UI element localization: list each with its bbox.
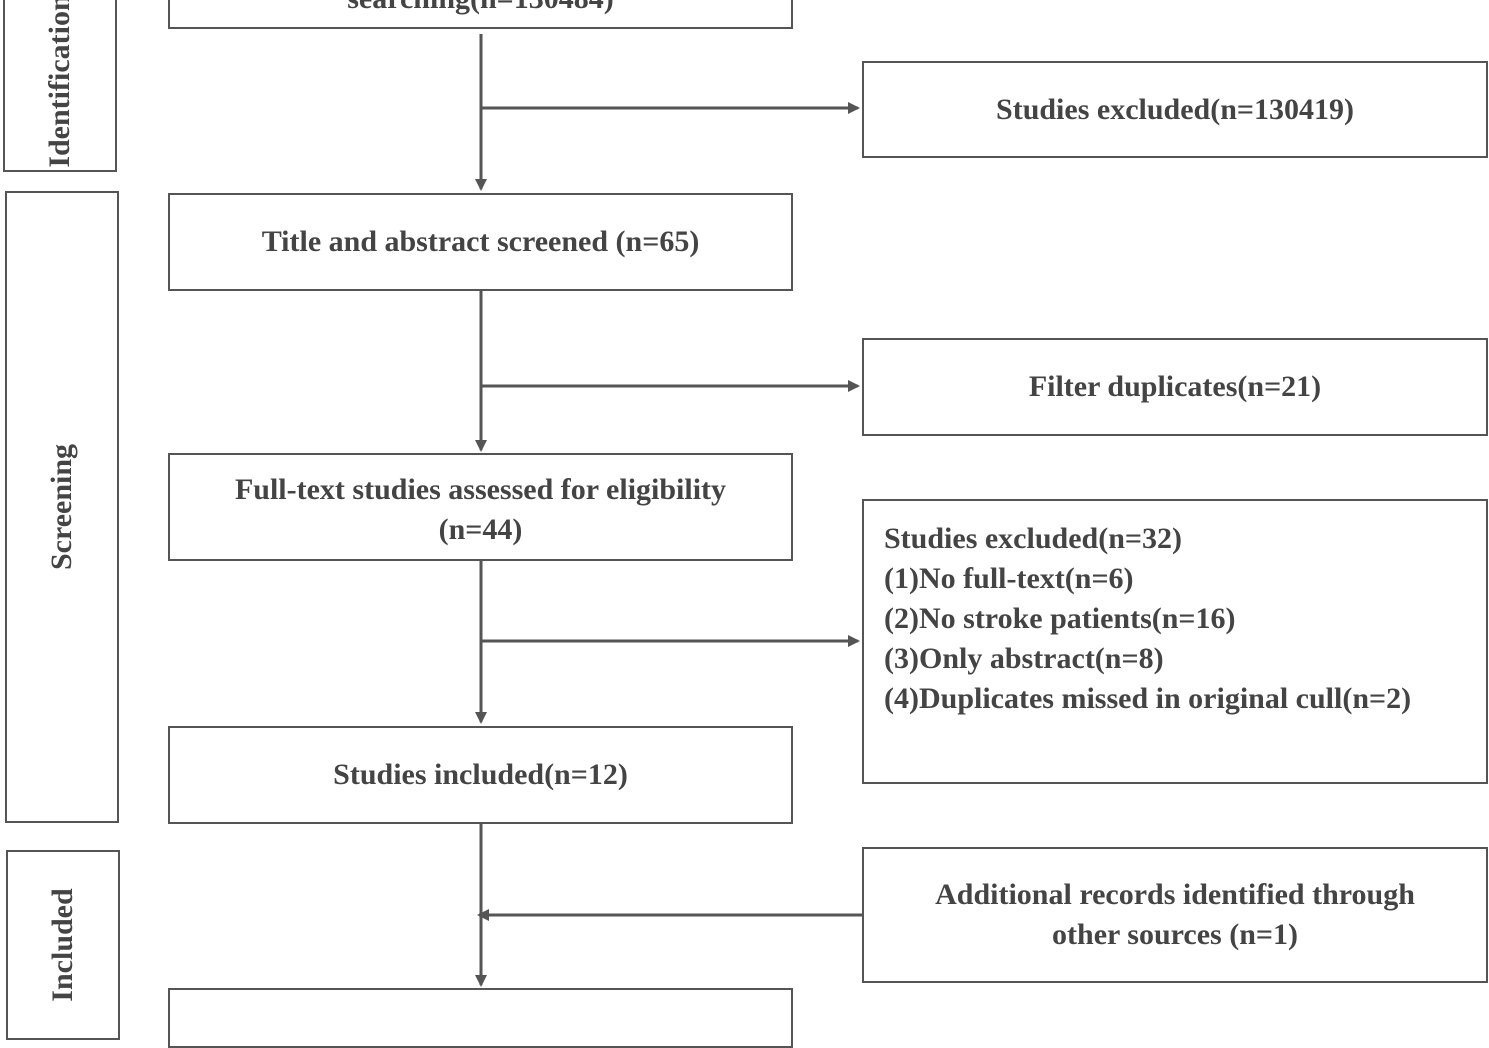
box-full-text-line2: (n=44)	[438, 513, 523, 546]
box-additional-line2: other sources (n=1)	[1052, 918, 1298, 951]
box-full-text: Full-text studies assessed for eligibili…	[168, 453, 793, 561]
box-filter-duplicates: Filter duplicates(n=21)	[862, 338, 1488, 436]
box-excluded-2-title: Studies excluded(n=32)	[884, 522, 1182, 555]
box-studies-included-text: Studies included(n=12)	[333, 758, 628, 791]
exclusion-reason: (4)Duplicates missed in original cull(n=…	[884, 682, 1412, 715]
box-additional-line1: Additional records identified through	[935, 878, 1415, 911]
stage-screening: Screening	[5, 191, 119, 823]
box-final	[168, 988, 793, 1048]
box-title-abstract: Title and abstract screened (n=65)	[168, 193, 793, 291]
box-filter-duplicates-text: Filter duplicates(n=21)	[1028, 370, 1322, 403]
box-searching-text: searching(n=130484)	[347, 0, 614, 19]
stage-identification: Identification	[3, 0, 117, 172]
box-additional-records: Additional records identified through ot…	[862, 847, 1488, 983]
exclusion-reason: (1)No full-text(n=6)	[884, 562, 1134, 595]
box-studies-included: Studies included(n=12)	[168, 726, 793, 824]
box-searching: searching(n=130484)	[168, 0, 793, 29]
exclusion-reason: (3)Only abstract(n=8)	[884, 642, 1164, 675]
box-excluded-2: Studies excluded(n=32) (1)No full-text(n…	[862, 499, 1488, 784]
box-full-text-line1: Full-text studies assessed for eligibili…	[234, 473, 727, 506]
box-excluded-1: Studies excluded(n=130419)	[862, 61, 1488, 158]
flow-connectors	[475, 34, 862, 987]
box-title-abstract-text: Title and abstract screened (n=65)	[261, 225, 700, 258]
box-excluded-1-text: Studies excluded(n=130419)	[996, 92, 1354, 126]
exclusion-reason: (2)No stroke patients(n=16)	[884, 602, 1236, 635]
